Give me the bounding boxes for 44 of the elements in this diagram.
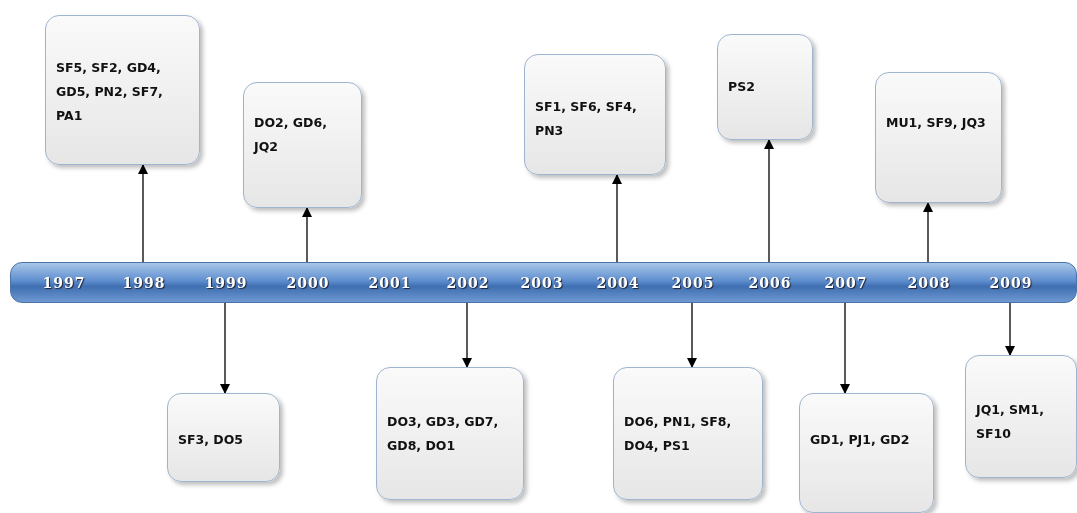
- event-codes: SF3, DO5: [178, 431, 245, 449]
- year-label: 2006: [748, 274, 792, 291]
- timeline-bar: [10, 262, 1077, 303]
- year-label: 1997: [42, 274, 86, 291]
- event-codes: SF1, SF6, SF4, PN3: [535, 98, 638, 140]
- arrow: [138, 164, 148, 263]
- event-box: [799, 393, 934, 513]
- event-box: [243, 82, 362, 208]
- year-label: 2003: [520, 274, 564, 291]
- event-codes: DO2, GD6, JQ2: [254, 114, 328, 156]
- year-label: 2004: [596, 274, 640, 291]
- arrow: [840, 302, 850, 394]
- arrow: [1005, 302, 1015, 356]
- year-label: 2008: [907, 274, 951, 291]
- event-codes: GD1, PJ1, GD2: [810, 431, 911, 449]
- year-label: 2007: [824, 274, 868, 291]
- event-box: [965, 355, 1077, 478]
- year-label: 2001: [368, 274, 412, 291]
- event-box: [376, 367, 524, 500]
- arrow: [612, 174, 622, 263]
- year-label: 1998: [122, 274, 166, 291]
- event-codes: JQ1, SM1, SF10: [976, 401, 1045, 443]
- event-codes: PS2: [728, 78, 756, 96]
- event-codes: DO6, PN1, SF8, DO4, PS1: [624, 413, 733, 455]
- arrow: [462, 302, 472, 368]
- arrow: [220, 302, 230, 394]
- event-codes: MU1, SF9, JQ3: [886, 114, 987, 132]
- arrow: [923, 202, 933, 263]
- event-box: [613, 367, 763, 500]
- event-box: [45, 15, 200, 165]
- event-box: [875, 72, 1002, 203]
- event-box: [167, 393, 280, 482]
- year-label: 2000: [286, 274, 330, 291]
- arrow: [302, 207, 312, 263]
- event-codes: SF5, SF2, GD4, GD5, PN2, SF7, PA1: [56, 59, 164, 125]
- year-label: 2009: [989, 274, 1033, 291]
- year-label: 2005: [671, 274, 715, 291]
- year-label: 2002: [446, 274, 490, 291]
- event-box: [524, 54, 666, 175]
- event-box: [717, 34, 813, 140]
- year-label: 1999: [204, 274, 248, 291]
- arrow: [687, 302, 697, 368]
- arrow: [764, 139, 774, 263]
- event-codes: DO3, GD3, GD7, GD8, DO1: [387, 413, 500, 455]
